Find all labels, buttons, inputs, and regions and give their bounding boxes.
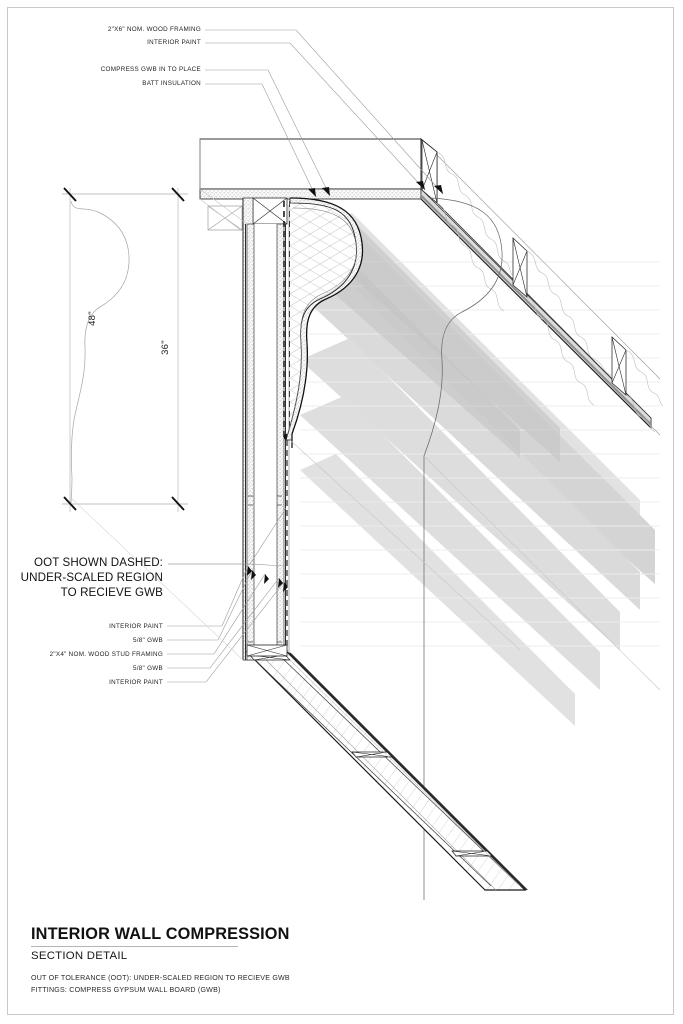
callout-compress-gwb: COMPRESS GWB IN TO PLACE	[100, 66, 201, 73]
oot-note-line-2: UNDER-SCALED REGION	[20, 571, 163, 584]
title-block: INTERIOR WALL COMPRESSION SECTION DETAIL…	[31, 925, 351, 996]
dimension-lines	[62, 187, 188, 512]
batt-insulation	[436, 151, 664, 433]
callout-interior-paint-inner: INTERIOR PAINT	[109, 623, 163, 630]
wall-section-cut	[245, 223, 286, 661]
title-note-oot: OUT OF TOLERANCE (OOT): UNDER-SCALED REG…	[31, 974, 290, 982]
callout-stud-framing: 2"X4" NOM. WOOD STUD FRAMING	[49, 651, 163, 658]
wall-face-bulge-profile	[423, 197, 503, 900]
ceiling-joists	[421, 139, 627, 396]
title-divider	[31, 946, 238, 947]
wall-base-plate	[246, 644, 288, 657]
callout-gwb-inner: 5/8" GWB	[132, 637, 163, 644]
callout-gwb-outer: 5/8" GWB	[132, 665, 163, 672]
callout-interior-paint-top: INTERIOR PAINT	[147, 39, 201, 46]
leader-arrows-top	[308, 181, 443, 197]
floor-slab	[245, 651, 528, 891]
title-note-fittings: FITTINGS: COMPRESS GYPSUM WALL BOARD (GW…	[31, 985, 221, 994]
callout-interior-paint-outer: INTERIOR PAINT	[109, 679, 163, 686]
leader-lines-top	[205, 29, 444, 198]
dimension-48-label: 48"	[86, 311, 98, 326]
oot-note-line-3: TO RECIEVE GWB	[60, 586, 163, 599]
callout-wood-framing: 2"X6" NOM. WOOD FRAMING	[107, 26, 201, 33]
leader-lines-oot	[168, 507, 287, 567]
page-title: INTERIOR WALL COMPRESSION	[31, 925, 290, 943]
compressed-gwb-bulge	[285, 197, 364, 448]
projection-guides	[69, 139, 661, 887]
shadow-bands	[300, 213, 660, 726]
leader-arrows-wall	[247, 566, 288, 592]
oot-note-line-1: OOT SHOWN DASHED:	[33, 556, 163, 569]
title-subtitle: SECTION DETAIL	[31, 950, 128, 962]
dimension-36-label: 36"	[159, 340, 171, 355]
leader-lines-wall	[167, 565, 285, 683]
callout-batt-insulation: BATT INSULATION	[142, 80, 201, 87]
